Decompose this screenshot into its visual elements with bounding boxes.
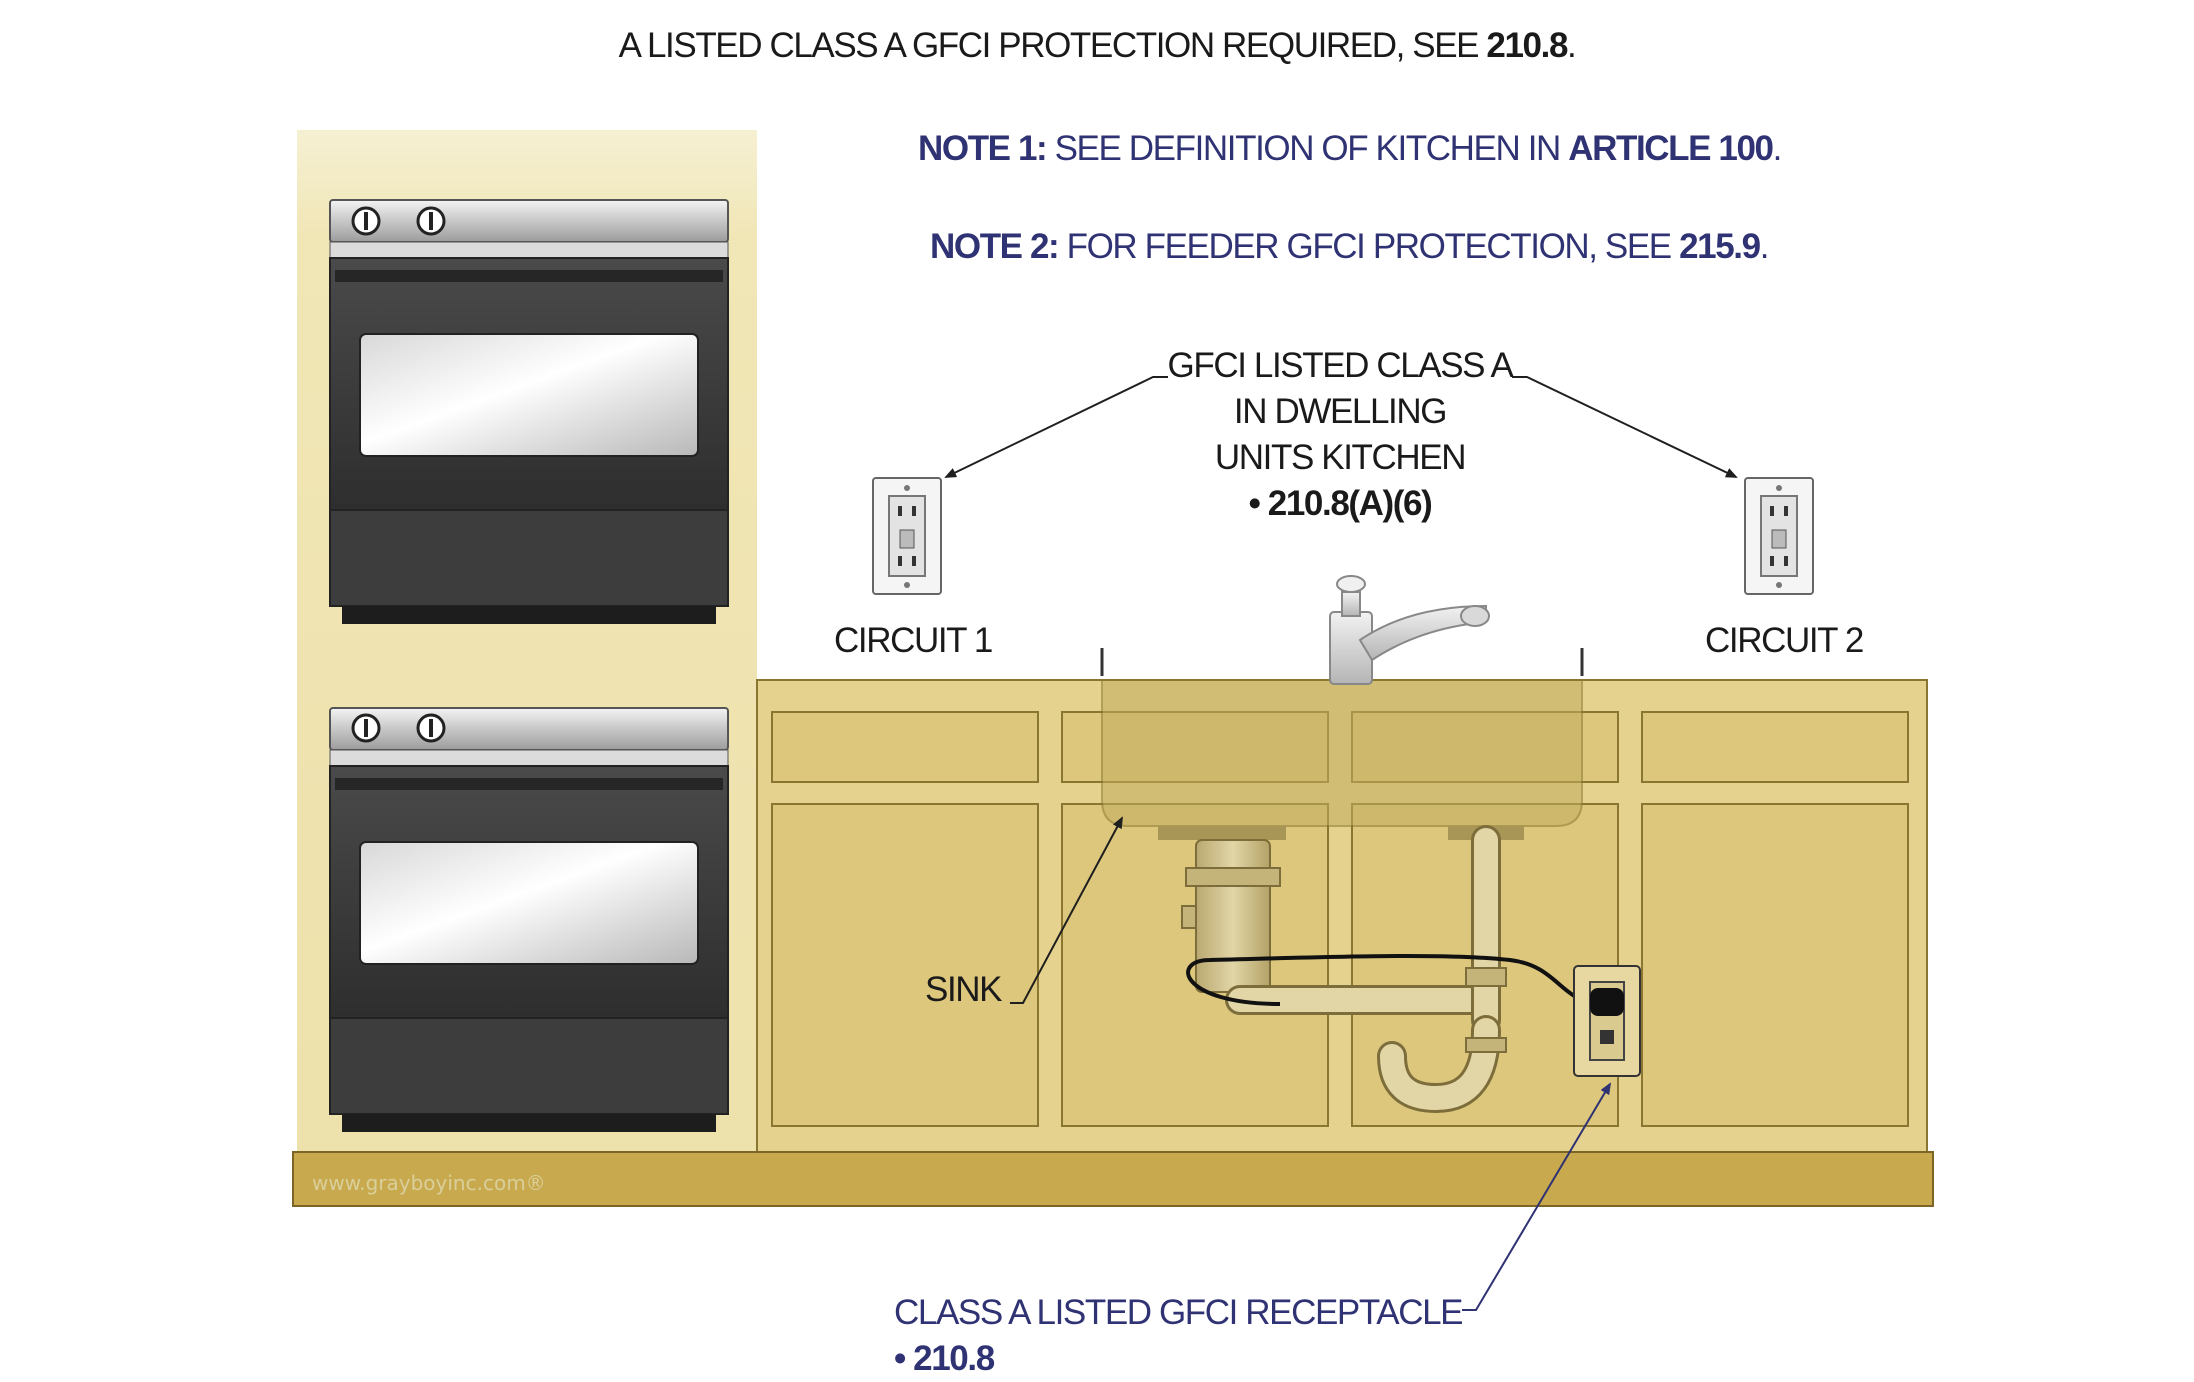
receptacle-label-ref: • 210.8 xyxy=(894,1339,995,1378)
note-1-ref: ARTICLE 100 xyxy=(1568,129,1774,168)
watermark: www.grayboyinc.com® xyxy=(312,1171,546,1195)
note-2-text: FOR FEEDER GFCI PROTECTION, SEE xyxy=(1058,227,1680,266)
note-1-text: SEE DEFINITION OF KITCHEN IN xyxy=(1046,129,1569,168)
callout-ref: • 210.8(A)(6) xyxy=(1248,484,1433,523)
note-1-suffix: . xyxy=(1772,129,1783,168)
circuit-2-label: CIRCUIT 2 xyxy=(1705,621,1864,660)
header-note-text: A LISTED CLASS A GFCI PROTECTION REQUIRE… xyxy=(618,26,1487,65)
note-2-suffix: . xyxy=(1759,227,1770,266)
drain-pipes xyxy=(1225,825,1507,1114)
upper-oven xyxy=(329,199,729,624)
header-note: A LISTED CLASS A GFCI PROTECTION REQUIRE… xyxy=(597,28,1597,63)
sink-arrow xyxy=(1010,816,1123,1004)
note-2: NOTE 2: FOR FEEDER GFCI PROTECTION, SEE … xyxy=(930,227,1770,266)
circuit-2-gfci-receptacle xyxy=(1744,477,1814,595)
under-sink-gfci-receptacle xyxy=(1573,965,1641,1077)
receptacle-label: CLASS A LISTED GFCI RECEPTACLE • 210.8 xyxy=(894,1290,1463,1382)
counter-base xyxy=(292,1151,1934,1207)
note-2-tag: NOTE 2: xyxy=(930,227,1060,266)
callout-line-3: UNITS KITCHEN xyxy=(1214,438,1467,477)
leader-lines xyxy=(944,376,1738,1311)
appliance-cord xyxy=(1186,953,1605,1006)
note-2-ref: 215.9 xyxy=(1679,227,1761,266)
circuit-1-gfci-receptacle xyxy=(872,477,942,595)
callout-gfci-listed: GFCI LISTED CLASS A IN DWELLING UNITS KI… xyxy=(1140,343,1540,527)
callout-line-2: IN DWELLING xyxy=(1233,392,1448,431)
circuit-1-label: CIRCUIT 1 xyxy=(834,621,993,660)
note-1-tag: NOTE 1: xyxy=(918,129,1048,168)
garbage-disposal xyxy=(1181,839,1281,993)
callout-arrow-left xyxy=(944,376,1168,478)
receptacle-arrow xyxy=(1462,1082,1612,1311)
callout-arrow-right xyxy=(1512,376,1738,478)
callout-line-1: GFCI LISTED CLASS A xyxy=(1167,346,1514,385)
sink-label: SINK xyxy=(925,970,1002,1009)
lower-oven xyxy=(329,707,729,1132)
receptacle-label-line-1: CLASS A LISTED GFCI RECEPTACLE xyxy=(894,1293,1463,1332)
header-note-ref: 210.8 xyxy=(1486,26,1568,65)
faucet-icon xyxy=(1329,575,1490,685)
note-1: NOTE 1: SEE DEFINITION OF KITCHEN IN ART… xyxy=(918,129,1783,168)
header-note-suffix: . xyxy=(1567,26,1577,65)
